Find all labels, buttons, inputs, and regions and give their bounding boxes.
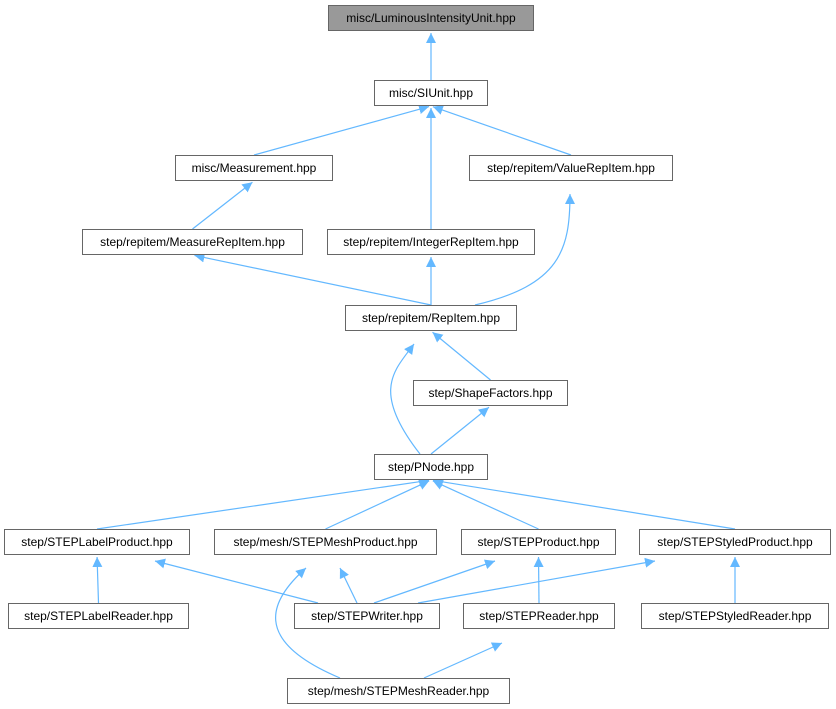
edge-stepwriter-to-meshproduct — [339, 567, 358, 604]
node-step-mesh-reader[interactable]: step/mesh/STEPMeshReader.hpp — [287, 678, 510, 704]
edge-shapefactors-to-repitem — [432, 331, 491, 381]
edge-measurerep-to-measurement — [192, 181, 253, 230]
node-step-product[interactable]: step/STEPProduct.hpp — [461, 529, 616, 555]
edge-repitem-to-measurerep — [194, 252, 432, 306]
node-step-styled-reader[interactable]: step/STEPStyledReader.hpp — [641, 603, 829, 629]
edge-meshreader-to-stepreader — [423, 642, 503, 679]
node-rep-item[interactable]: step/repitem/RepItem.hpp — [345, 305, 517, 331]
node-step-styled-product[interactable]: step/STEPStyledProduct.hpp — [639, 529, 831, 555]
edge-labelreader-to-labelproduct — [92, 556, 103, 604]
node-pnode[interactable]: step/PNode.hpp — [374, 454, 488, 480]
edge-stepwriter-to-labelproduct — [154, 558, 319, 604]
edge-measurement-to-siunit — [253, 104, 430, 156]
edge-pnode-to-shapefactors — [430, 406, 490, 455]
node-value-rep-item[interactable]: step/repitem/ValueRepItem.hpp — [469, 155, 673, 181]
node-integer-rep-item[interactable]: step/repitem/IntegerRepItem.hpp — [327, 229, 535, 255]
edge-labelproduct-to-pnode — [96, 476, 430, 530]
node-measurement[interactable]: misc/Measurement.hpp — [175, 155, 333, 181]
node-luminous-intensity-unit: misc/LuminousIntensityUnit.hpp — [328, 5, 534, 31]
node-step-mesh-product[interactable]: step/mesh/STEPMeshProduct.hpp — [214, 529, 437, 555]
node-si-unit[interactable]: misc/SIUnit.hpp — [374, 80, 488, 106]
edge-stepwriter-to-styledproduct — [417, 557, 656, 604]
node-measure-rep-item[interactable]: step/repitem/MeasureRepItem.hpp — [82, 229, 303, 255]
edge-stepproduct-to-pnode — [432, 480, 539, 530]
node-step-label-product[interactable]: step/STEPLabelProduct.hpp — [4, 529, 190, 555]
edge-styledproduct-to-pnode — [432, 476, 736, 530]
node-step-reader[interactable]: step/STEPReader.hpp — [463, 603, 615, 629]
node-shape-factors[interactable]: step/ShapeFactors.hpp — [413, 380, 568, 406]
edge-valuerep-to-siunit — [432, 105, 572, 156]
node-step-writer[interactable]: step/STEPWriter.hpp — [294, 603, 440, 629]
edge-meshproduct-to-pnode — [325, 480, 430, 530]
edge-repitem-to-valuerep — [474, 193, 575, 306]
node-step-label-reader[interactable]: step/STEPLabelReader.hpp — [8, 603, 189, 629]
edge-pnode-to-repitem — [390, 343, 421, 455]
edge-stepwriter-to-stepproduct — [373, 559, 496, 604]
edge-meshreader-to-meshproduct — [275, 567, 341, 679]
